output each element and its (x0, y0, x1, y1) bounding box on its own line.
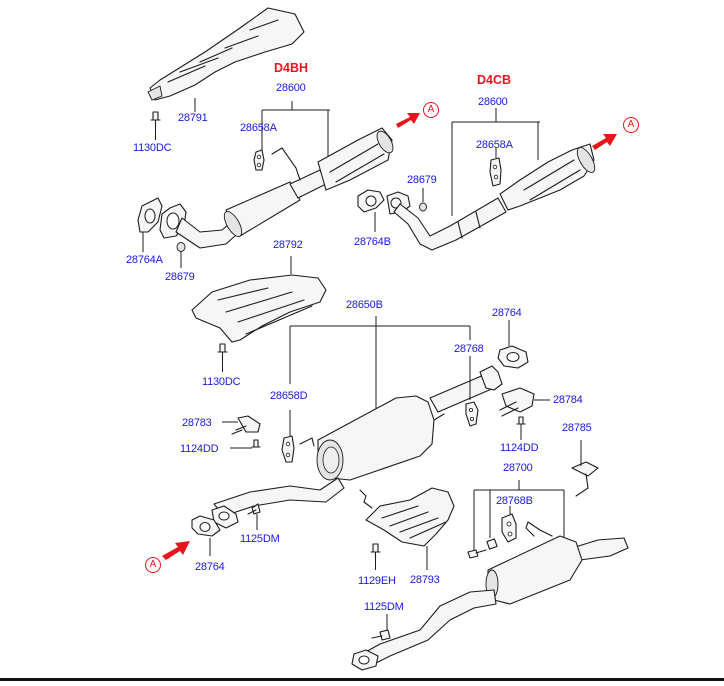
bracket-28785 (571, 461, 599, 497)
part-label-1125dm-inlet[interactable]: 1125DM (240, 533, 280, 545)
hanger-28768 (465, 401, 479, 427)
part-label-28784[interactable]: 28784 (553, 394, 583, 406)
nut-28679-d4cb (419, 202, 427, 212)
arrow-to-a-d4cb (592, 134, 617, 150)
part-label-28679-d4bh[interactable]: 28679 (165, 271, 195, 283)
bolt-1124dd-right (516, 416, 526, 425)
bolt-1130dc-front (150, 111, 161, 129)
bracket-28600-d4bh (261, 101, 330, 160)
reference-marker-a-d4cb: A (623, 117, 639, 133)
rear-muffler (351, 521, 629, 671)
part-label-1130dc-center[interactable]: 1130DC (202, 376, 241, 388)
part-label-28768[interactable]: 28768 (454, 343, 484, 355)
hanger-28658a-d4bh (253, 149, 265, 171)
bolt-1125dm-rear (371, 629, 391, 641)
part-label-1124dd-right[interactable]: 1124DD (500, 442, 539, 454)
heat-shield-front (147, 7, 305, 101)
part-label-28658a-d4cb[interactable]: 28658A (476, 139, 513, 151)
center-muffler (211, 365, 503, 529)
part-label-1124dd-left[interactable]: 1124DD (180, 443, 219, 455)
part-label-28600-d4bh[interactable]: 28600 (276, 82, 306, 94)
bolt-1129eh (370, 543, 381, 559)
part-label-28764b[interactable]: 28764B (354, 236, 391, 248)
front-pipe-d4bh (159, 127, 394, 249)
reference-marker-a-d4bh: A (423, 102, 439, 118)
part-label-28792[interactable]: 28792 (273, 239, 303, 251)
part-label-28791[interactable]: 28791 (178, 112, 208, 124)
bolt-1125dm-inlet (247, 503, 261, 515)
part-label-28768b[interactable]: 28768B (496, 495, 533, 507)
arrow-to-a-d4bh (396, 113, 420, 128)
part-label-28650b[interactable]: 28650B (346, 299, 383, 311)
hanger-28768b (501, 513, 517, 543)
gasket-28764-center (497, 345, 529, 369)
nut-28679-d4bh (176, 242, 186, 252)
bracket-28700 (473, 480, 565, 552)
gasket-28764a (137, 197, 163, 233)
reference-marker-a-inlet: A (145, 557, 161, 573)
part-label-1130dc-front[interactable]: 1130DC (133, 142, 172, 154)
bracket-28784 (499, 387, 535, 417)
gasket-28764-inlet (191, 515, 221, 537)
heat-shield-rear (365, 487, 455, 547)
part-label-1129eh[interactable]: 1129EH (358, 575, 396, 587)
part-label-28793[interactable]: 28793 (410, 574, 440, 586)
hanger-28658d (281, 435, 295, 463)
heat-shield-center (191, 274, 327, 343)
part-label-28679-d4cb[interactable]: 28679 (407, 174, 437, 186)
part-label-28764a[interactable]: 28764A (126, 254, 163, 266)
gasket-28764b (357, 189, 385, 213)
engine-label-d4bh: D4BH (274, 61, 309, 75)
part-label-1125dm-rear[interactable]: 1125DM (364, 601, 404, 613)
bottom-border (0, 678, 724, 681)
part-label-28658d[interactable]: 28658D (270, 390, 308, 402)
bracket-28600-d4cb (451, 108, 540, 216)
engine-label-d4cb: D4CB (477, 73, 512, 87)
part-label-28764-center[interactable]: 28764 (492, 307, 522, 319)
hanger-28658a-d4cb (489, 157, 502, 187)
part-label-28785[interactable]: 28785 (562, 422, 592, 434)
bracket-28650b (289, 316, 471, 412)
bolt-1124dd-left (251, 439, 261, 448)
part-label-28783[interactable]: 28783 (182, 417, 212, 429)
part-label-28600-d4cb[interactable]: 28600 (478, 96, 508, 108)
rear-bolt-and-sleeve (467, 538, 498, 559)
part-label-28764-inlet[interactable]: 28764 (195, 561, 225, 573)
part-label-28700[interactable]: 28700 (503, 462, 533, 474)
part-label-28658a-d4bh[interactable]: 28658A (240, 122, 277, 134)
bracket-28783 (231, 415, 261, 435)
arrow-from-a-inlet (162, 541, 190, 560)
front-pipe-d4cb (386, 143, 596, 251)
bolt-1130dc-center (217, 343, 228, 359)
